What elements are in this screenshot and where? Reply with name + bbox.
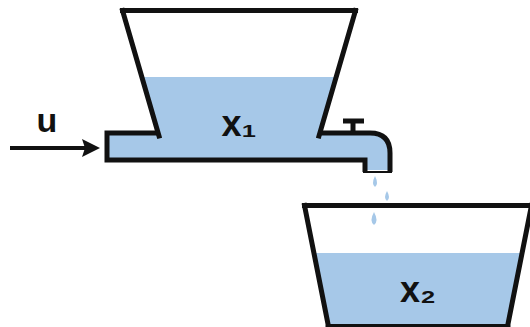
tank-outline — [302, 203, 530, 327]
input-arrow — [10, 146, 86, 150]
tank: x₁ — [120, 8, 358, 136]
tank-wall — [305, 206, 530, 327]
water-drop — [385, 191, 389, 201]
tap — [343, 121, 364, 133]
tank: x₂ — [302, 203, 530, 327]
pipe-outline — [318, 133, 390, 172]
tank-level: x₁ — [120, 106, 358, 142]
tank-level: x₂ — [302, 272, 530, 308]
spout-rim — [363, 171, 392, 173]
input-label: u — [37, 103, 58, 137]
arrow-head — [82, 139, 100, 157]
water-drop — [372, 212, 377, 225]
water-drop — [373, 176, 377, 187]
